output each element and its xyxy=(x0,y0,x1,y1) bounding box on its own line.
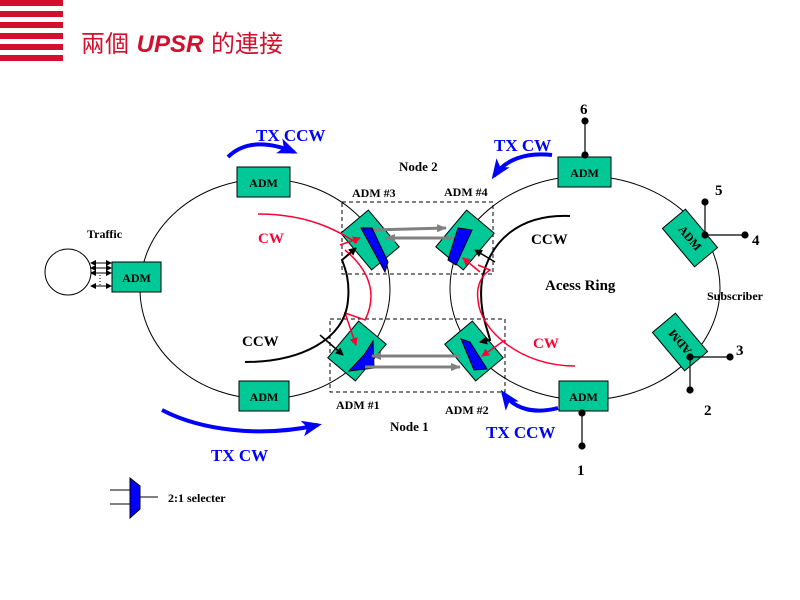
legend-selector-icon xyxy=(110,476,158,520)
port-1: 1 xyxy=(577,463,585,479)
left-ccw-arrow-bottom xyxy=(319,334,344,356)
adm2-selector-icon xyxy=(460,338,488,371)
left-ccw-path xyxy=(244,247,357,363)
stripe xyxy=(0,22,63,28)
svg-text:ADM: ADM xyxy=(249,176,278,190)
inter-node-links xyxy=(365,224,461,371)
title-suffix: 的連接 xyxy=(210,30,283,58)
stripe xyxy=(0,0,63,6)
subscriber-label: Subscriber xyxy=(707,289,764,303)
adm2-label: ADM #2 xyxy=(445,403,489,417)
port-4: 4 xyxy=(752,233,760,249)
title-prefix: 兩個 xyxy=(81,30,129,58)
left-tx-ccw-label: TX CCW xyxy=(256,126,325,145)
traffic-source xyxy=(44,248,92,296)
svg-text:ADM: ADM xyxy=(569,390,598,404)
adm3-selector-icon xyxy=(360,227,389,274)
stripe xyxy=(0,55,63,61)
left-tx-ccw-arrow xyxy=(226,138,298,159)
port-3: 3 xyxy=(736,343,744,359)
right-cw-label: CW xyxy=(533,336,559,352)
title-emphasis: UPSR xyxy=(136,31,204,58)
svg-text:ADM: ADM xyxy=(250,390,279,404)
stripe xyxy=(0,33,63,39)
slide-title: 兩個 UPSR 的連接 xyxy=(81,24,283,59)
node2-label: Node 2 xyxy=(399,159,438,174)
right-cw-arrow-top xyxy=(462,257,481,273)
adm-left-bottom: ADM xyxy=(238,380,290,412)
left-ccw-label: CCW xyxy=(242,334,279,350)
adm3-label: ADM #3 xyxy=(352,186,396,200)
port-5: 5 xyxy=(715,183,723,199)
port-6: 6 xyxy=(580,102,588,118)
port-2: 2 xyxy=(704,403,712,419)
access-ring-label: Acess Ring xyxy=(545,278,616,294)
stripe xyxy=(0,44,63,50)
adm-left-traffic: ADM xyxy=(111,261,162,293)
legend-selector-label: 2:1 selecter xyxy=(168,491,226,505)
right-ccw-arrow-top xyxy=(474,249,496,263)
right-tx-ccw-arrow xyxy=(500,389,559,413)
left-cw-arrow-top xyxy=(339,236,361,246)
left-cw-path xyxy=(257,213,372,345)
left-tx-cw-label: TX CW xyxy=(211,446,268,465)
right-tx-cw-arrow xyxy=(491,152,553,180)
right-tx-cw-label: TX CW xyxy=(494,136,551,155)
right-ccw-label: CCW xyxy=(531,232,568,248)
node1-label: Node 1 xyxy=(390,419,429,434)
adm-right-top: ADM xyxy=(557,156,612,188)
traffic-label: Traffic xyxy=(87,227,123,241)
adm4-selector-icon xyxy=(447,227,473,266)
adm-right-bottom: ADM xyxy=(558,380,609,412)
adm4-label: ADM #4 xyxy=(444,185,488,199)
svg-text:ADM: ADM xyxy=(122,271,151,285)
adm1-label: ADM #1 xyxy=(336,398,380,412)
stripe xyxy=(0,11,63,17)
node2-box xyxy=(341,201,494,275)
right-cw-path xyxy=(476,264,576,367)
left-tx-cw-arrow xyxy=(161,408,322,437)
adm-right-upper-side: ADM xyxy=(661,208,719,268)
node1-box xyxy=(329,318,506,393)
left-cw-label: CW xyxy=(258,231,284,247)
traffic-arrows xyxy=(90,260,112,289)
port-lines xyxy=(578,117,749,450)
adm-left-top: ADM xyxy=(236,166,291,198)
right-tx-ccw-label: TX CCW xyxy=(486,423,555,442)
svg-text:ADM: ADM xyxy=(570,166,599,180)
right-cw-arrow-bottom xyxy=(481,339,506,357)
logo-stripes xyxy=(0,0,63,66)
adm-right-lower-side: ADM xyxy=(651,312,709,372)
